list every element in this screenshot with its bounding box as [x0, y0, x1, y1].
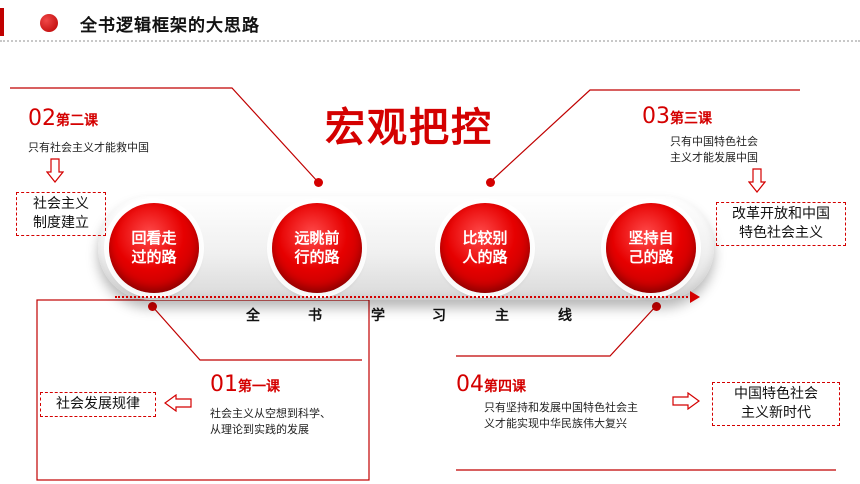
lesson-2-number: 02 [28, 106, 56, 131]
right-arrow-icon [672, 392, 700, 410]
desc-line: 只有坚持和发展中国特色社会主 [484, 401, 638, 414]
desc-line: 主义才能发展中国 [670, 151, 758, 164]
lesson-1-desc: 社会主义从空想到科学、 从理论到实践的发展 [210, 406, 331, 438]
box-line: 改革开放和中国 [732, 206, 830, 222]
circle-compare: 比较别人的路 [440, 203, 530, 293]
main-title: 宏观把控 [325, 105, 493, 151]
circle-label: 坚持自己的路 [628, 229, 674, 266]
mainline-char: 学 [371, 308, 385, 324]
mainline-char: 线 [558, 308, 572, 324]
down-arrow-icon [748, 168, 766, 193]
desc-line: 只有中国特色社会 [670, 135, 758, 148]
lesson-2-title: 第二课 [56, 113, 98, 129]
lesson-4-title: 第四课 [484, 379, 526, 395]
circle-label: 比较别人的路 [462, 229, 508, 266]
header-bullet-icon [40, 14, 58, 32]
lesson-3-box: 改革开放和中国 特色社会主义 [716, 202, 846, 246]
desc-line: 从理论到实践的发展 [210, 423, 309, 436]
lesson-1-number: 01 [210, 372, 238, 397]
box-line: 主义新时代 [741, 405, 811, 421]
lesson-2-desc: 只有社会主义才能救中国 [28, 141, 149, 154]
lesson-2-box: 社会主义 制度建立 [16, 192, 106, 236]
box-line: 社会主义 [33, 196, 89, 212]
lesson-4-number: 04 [456, 372, 484, 397]
lesson-3-desc: 只有中国特色社会 主义才能发展中国 [670, 134, 758, 166]
circle-look-ahead: 远眺前行的路 [272, 203, 362, 293]
connector-lesson-2 [10, 87, 319, 183]
lesson-3-number: 03 [642, 104, 670, 129]
box-line: 中国特色社会 [734, 386, 818, 402]
mainline-arrow [115, 296, 695, 298]
connector-dot-4 [652, 302, 661, 311]
desc-line: 义才能实现中华民族伟大复兴 [484, 417, 627, 430]
page-title: 全书逻辑框架的大思路 [80, 16, 260, 36]
circle-persist: 坚持自己的路 [606, 203, 696, 293]
lesson-4-box: 中国特色社会 主义新时代 [712, 382, 840, 426]
lesson-2-heading: 02第二课 [28, 106, 98, 131]
circle-label: 回看走过的路 [131, 229, 177, 266]
mainline-char: 主 [495, 308, 509, 324]
mainline-char: 书 [308, 308, 322, 324]
mainline-char: 习 [432, 308, 446, 324]
connector-dot-3 [486, 178, 495, 187]
lesson-3-title: 第三课 [670, 111, 712, 127]
lesson-1-title: 第一课 [238, 379, 280, 395]
lesson-1-heading: 01第一课 [210, 372, 280, 397]
mainline-char: 全 [246, 308, 260, 324]
box-line: 特色社会主义 [739, 225, 823, 241]
header-accent-bar [0, 8, 4, 36]
left-arrow-icon [164, 394, 192, 412]
connector-lesson-3 [489, 89, 800, 183]
connector-lesson-4 [456, 305, 657, 357]
lesson-4-desc: 只有坚持和发展中国特色社会主 义才能实现中华民族伟大复兴 [484, 400, 638, 432]
down-arrow-icon [46, 158, 64, 183]
connector-dot-2 [314, 178, 323, 187]
box-line: 制度建立 [33, 215, 89, 231]
desc-line: 社会主义从空想到科学、 [210, 407, 331, 420]
lesson-3-heading: 03第三课 [642, 104, 712, 129]
connector-dot-1 [148, 302, 157, 311]
circle-label: 远眺前行的路 [294, 229, 340, 266]
circle-look-back: 回看走过的路 [109, 203, 199, 293]
header-divider [0, 40, 860, 42]
lesson-4-heading: 04第四课 [456, 372, 526, 397]
lesson-1-frame [36, 299, 370, 481]
lesson-1-box: 社会发展规律 [40, 392, 156, 417]
connector-lesson-1 [151, 305, 362, 361]
mainline-arrowhead-icon [690, 291, 700, 303]
